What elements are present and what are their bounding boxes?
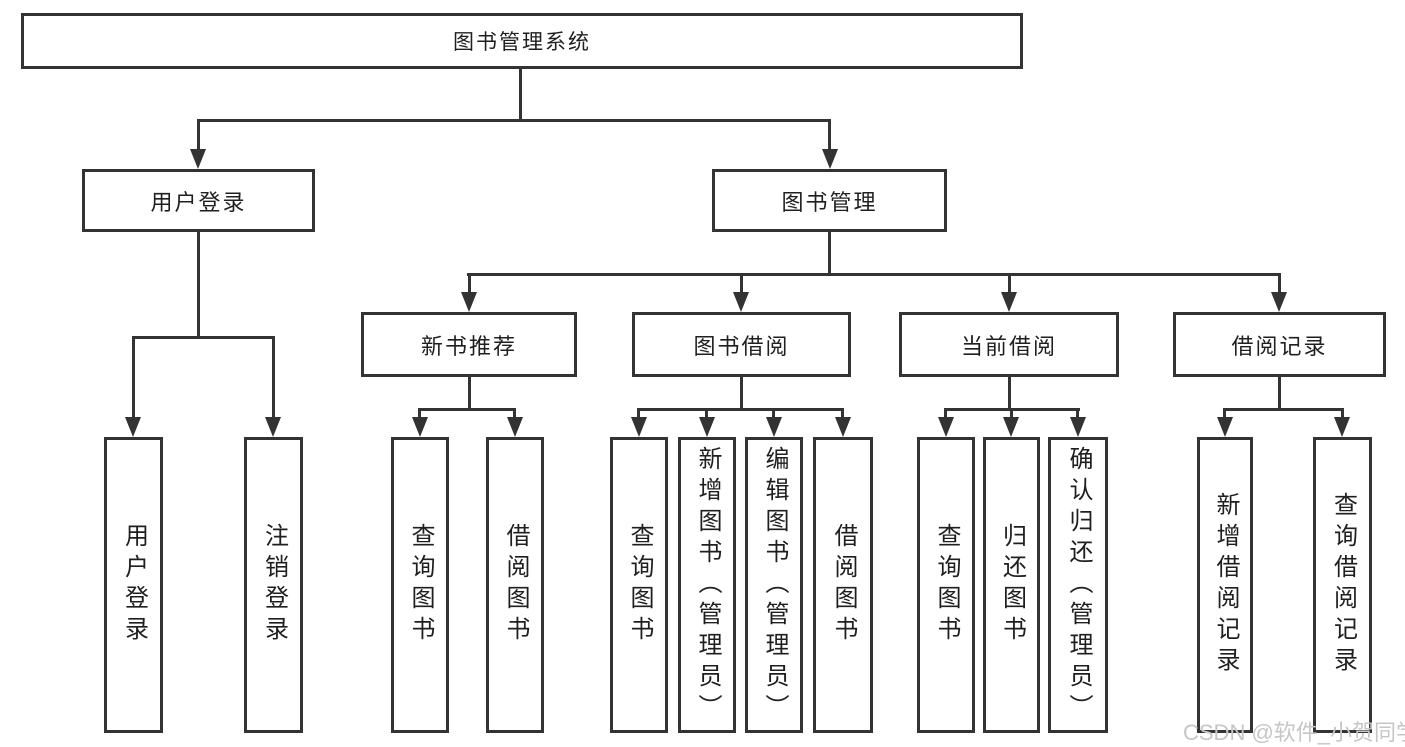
leaf-query-book-borrow: 查询图书 xyxy=(610,437,668,733)
connector-drop xyxy=(841,408,844,420)
leaf-return-book: 归还图书 xyxy=(983,437,1040,733)
connector-userlogin-stem xyxy=(197,232,200,336)
arrowhead-leaf xyxy=(412,417,428,437)
arrowhead-book-borrow xyxy=(733,292,749,312)
leaf-query-book-borrow-label: 查询图书 xyxy=(626,523,653,647)
arrowhead-leaf-login xyxy=(125,417,141,437)
connector-drop-new-book-rec xyxy=(468,273,471,295)
arrowhead-leaf xyxy=(1070,417,1086,437)
arrowhead-leaf xyxy=(938,417,954,437)
connector-drop xyxy=(1076,408,1079,420)
leaf-query-book-current: 查询图书 xyxy=(917,437,975,733)
leaf-borrow-book-label: 借阅图书 xyxy=(830,523,857,647)
connector-drop-leaf-logout xyxy=(272,336,275,419)
arrowhead-borrow-records xyxy=(1271,292,1287,312)
arrowhead-user-login xyxy=(190,149,206,169)
connector-newbookrec-bar xyxy=(419,408,516,411)
connector-drop-user-login xyxy=(197,119,200,152)
connector-drop xyxy=(944,408,947,420)
connector-bookborrow-bar xyxy=(637,408,844,411)
connector-drop xyxy=(637,408,640,420)
node-book-borrow-label: 图书借阅 xyxy=(693,333,790,359)
connector-drop-leaf-login xyxy=(132,336,135,419)
connector-drop xyxy=(705,408,708,420)
connector-bookborrow-stem xyxy=(740,377,743,410)
arrowhead-leaf xyxy=(766,417,782,437)
leaf-add-borrow-record-label: 新增借阅记录 xyxy=(1212,492,1239,678)
connector-drop-borrow-records xyxy=(1278,273,1281,295)
leaf-borrow-book-rec-label: 借阅图书 xyxy=(502,523,529,647)
leaf-user-login-label: 用户登录 xyxy=(120,523,148,647)
leaf-return-book-label: 归还图书 xyxy=(998,523,1026,647)
arrowhead-leaf xyxy=(699,417,715,437)
connector-drop xyxy=(1341,408,1344,420)
leaf-add-book-admin: 新增图书（管理员） xyxy=(678,437,736,733)
leaf-query-borrow-record: 查询借阅记录 xyxy=(1313,437,1372,733)
arrowhead-leaf xyxy=(507,417,523,437)
node-book-mgmt-label: 图书管理 xyxy=(781,189,878,215)
leaf-query-book-current-label: 查询图书 xyxy=(933,523,960,647)
arrowhead-leaf xyxy=(1334,417,1350,437)
connector-userlogin-bar xyxy=(132,336,274,339)
node-borrow-records-label: 借阅记录 xyxy=(1231,333,1328,359)
arrowhead-leaf xyxy=(1217,417,1233,437)
connector-currentborrow-stem xyxy=(1008,377,1011,410)
connector-borrowrecords-bar xyxy=(1223,408,1344,411)
connector-drop xyxy=(1223,408,1226,420)
leaf-confirm-return-admin: 确认归还（管理员） xyxy=(1048,437,1108,733)
leaf-query-borrow-record-label: 查询借阅记录 xyxy=(1329,492,1357,678)
connector-drop-book-mgmt xyxy=(828,119,831,152)
leaf-confirm-return-admin-label: 确认归还（管理员） xyxy=(1065,445,1092,725)
leaf-add-book-admin-label: 新增图书（管理员） xyxy=(694,445,721,725)
connector-drop xyxy=(418,408,421,420)
leaf-logout-label: 注销登录 xyxy=(260,523,288,647)
node-user-login: 用户登录 xyxy=(82,169,315,232)
connector-drop xyxy=(1010,408,1013,420)
arrowhead-current-borrow xyxy=(1001,292,1017,312)
node-borrow-records: 借阅记录 xyxy=(1173,312,1386,377)
connector-bookmgmt-stem xyxy=(828,232,831,276)
node-root-label: 图书管理系统 xyxy=(453,31,591,54)
connector-drop-current-borrow xyxy=(1008,273,1011,295)
node-root: 图书管理系统 xyxy=(21,13,1023,69)
leaf-edit-book-admin-label: 编辑图书（管理员） xyxy=(761,445,788,725)
connector-root-stem xyxy=(519,69,522,122)
arrowhead-new-book-rec xyxy=(461,292,477,312)
connector-bookmgmt-bar xyxy=(467,273,1281,276)
connector-drop-book-borrow xyxy=(740,273,743,295)
leaf-logout: 注销登录 xyxy=(244,437,303,733)
node-new-book-rec-label: 新书推荐 xyxy=(420,333,517,359)
arrowhead-book-mgmt xyxy=(822,149,838,169)
connector-drop xyxy=(772,408,775,420)
connector-drop xyxy=(513,408,516,420)
arrowhead-leaf-logout xyxy=(265,417,281,437)
leaf-add-borrow-record: 新增借阅记录 xyxy=(1197,437,1253,733)
node-book-borrow: 图书借阅 xyxy=(632,312,851,377)
leaf-user-login: 用户登录 xyxy=(104,437,163,733)
csdn-watermark: CSDN @软件_小贺同学 xyxy=(1183,720,1405,745)
connector-newbookrec-stem xyxy=(468,377,471,410)
leaf-borrow-book-rec: 借阅图书 xyxy=(486,437,544,733)
arrowhead-leaf xyxy=(631,417,647,437)
node-current-borrow: 当前借阅 xyxy=(899,312,1119,377)
node-current-borrow-label: 当前借阅 xyxy=(960,333,1057,359)
leaf-edit-book-admin: 编辑图书（管理员） xyxy=(745,437,803,733)
arrowhead-leaf xyxy=(1003,417,1019,437)
arrowhead-leaf xyxy=(835,417,851,437)
leaf-query-book-rec: 查询图书 xyxy=(391,437,449,733)
node-user-login-label: 用户登录 xyxy=(150,189,247,215)
connector-borrowrecords-stem xyxy=(1278,377,1281,410)
node-new-book-rec: 新书推荐 xyxy=(361,312,577,377)
leaf-borrow-book: 借阅图书 xyxy=(813,437,873,733)
node-book-mgmt: 图书管理 xyxy=(712,169,947,232)
connector-root-bar xyxy=(197,119,831,122)
leaf-query-book-rec-label: 查询图书 xyxy=(407,523,434,647)
